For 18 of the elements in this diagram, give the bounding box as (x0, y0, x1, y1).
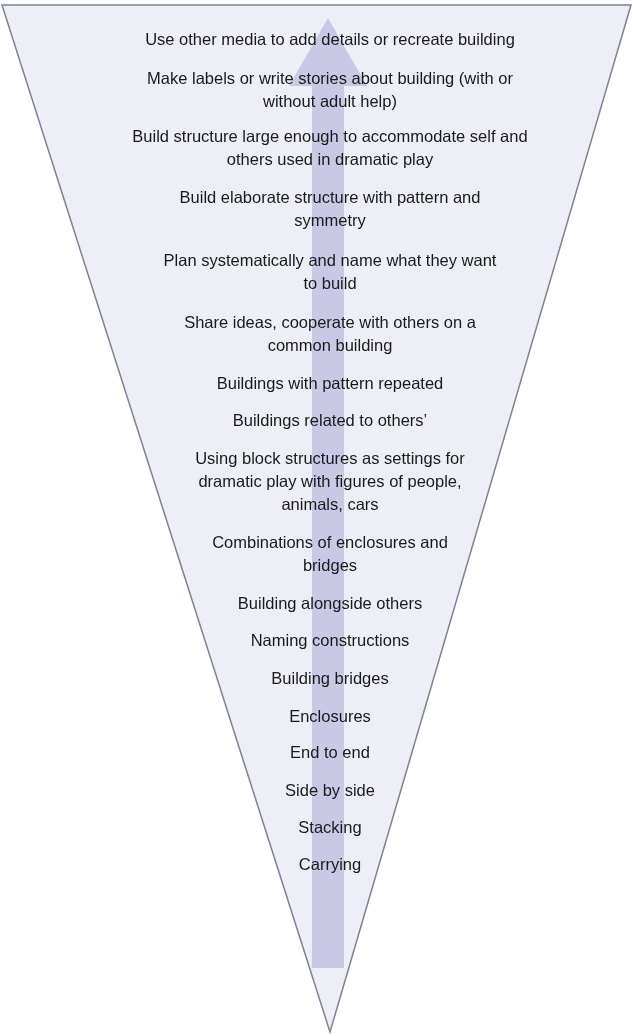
stage-text: Carrying (297, 854, 363, 875)
stage-text: Buildings related to others’ (231, 410, 429, 431)
stage-text: Plan systematically and name what they want to build (162, 250, 498, 294)
stage-text: Building bridges (270, 668, 390, 689)
stage-text: Build structure large enough to accommodate self and others used in dramatic play (131, 126, 529, 170)
stage-text: Side by side (284, 780, 376, 801)
stage-text: Buildings with pattern repeated (215, 373, 445, 394)
stage-text: Naming constructions (249, 630, 411, 651)
stage-text: End to end (289, 742, 371, 763)
stage-text: Enclosures (288, 706, 372, 727)
stage-text: Make labels or write stories about building (with or without adult help) (146, 68, 514, 112)
stage-text: Using block structures as settings for dramatic play with figures of people, animals, cars (194, 448, 466, 515)
stage-text: Combinations of enclosures and bridges (211, 532, 449, 576)
stage-text: Building alongside others (236, 593, 424, 614)
stage-text: Stacking (297, 817, 363, 838)
stage-text: Build elaborate structure with pattern and symmetry (178, 187, 482, 231)
stage-text: Use other media to add details or recreate building (144, 29, 516, 50)
stage-text: Share ideas, cooperate with others on a common building (183, 312, 477, 356)
